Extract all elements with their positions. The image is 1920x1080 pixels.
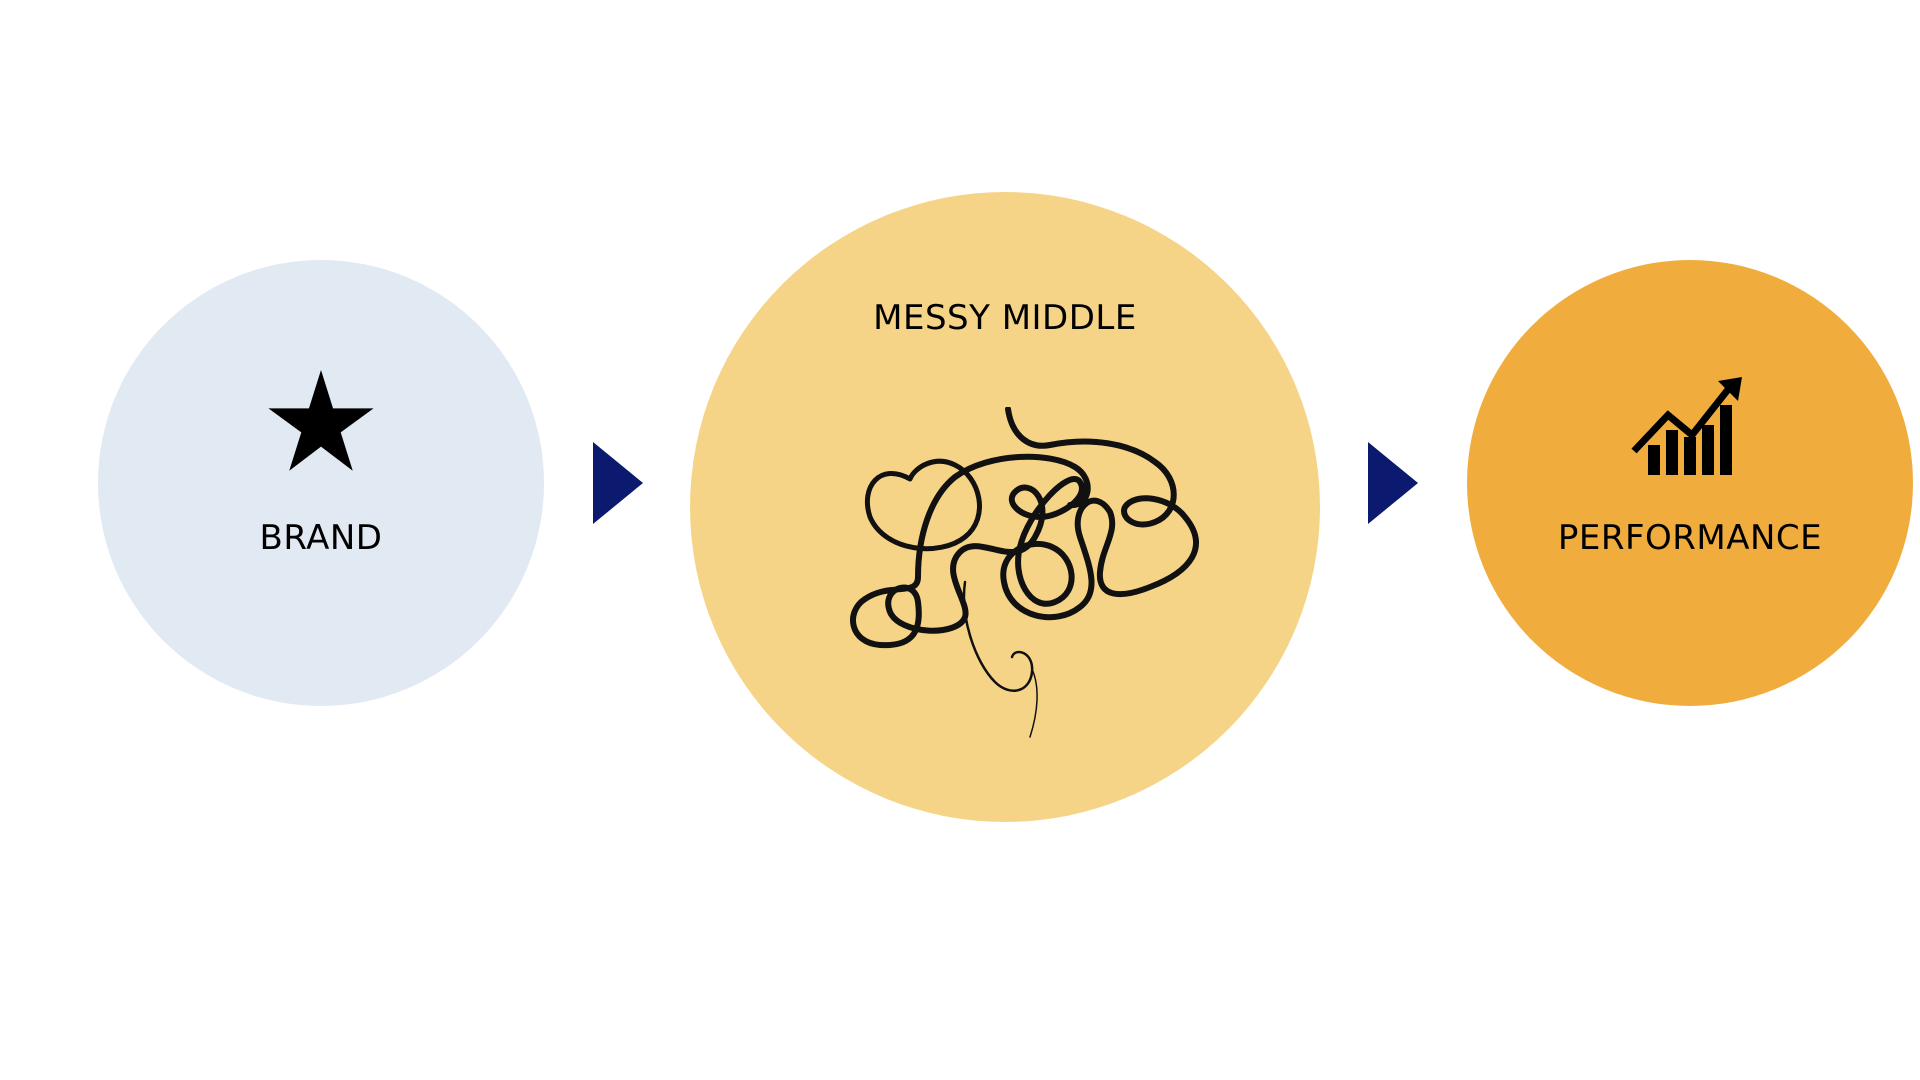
star-icon bbox=[268, 370, 374, 471]
brand-circle: BRAND bbox=[98, 260, 544, 706]
performance-label: PERFORMANCE bbox=[1557, 518, 1823, 558]
messy-middle-label: MESSY MIDDLE bbox=[873, 298, 1137, 338]
brand-label: BRAND bbox=[259, 518, 383, 558]
triangle-arrow-right-icon bbox=[593, 442, 643, 524]
performance-circle: PERFORMANCE bbox=[1467, 260, 1913, 706]
messy-middle-circle: MESSY MIDDLE bbox=[690, 192, 1320, 822]
growth-chart-icon bbox=[1631, 377, 1742, 475]
triangle-arrow-right-icon bbox=[1368, 442, 1418, 524]
tangled-line-icon bbox=[850, 407, 1199, 738]
